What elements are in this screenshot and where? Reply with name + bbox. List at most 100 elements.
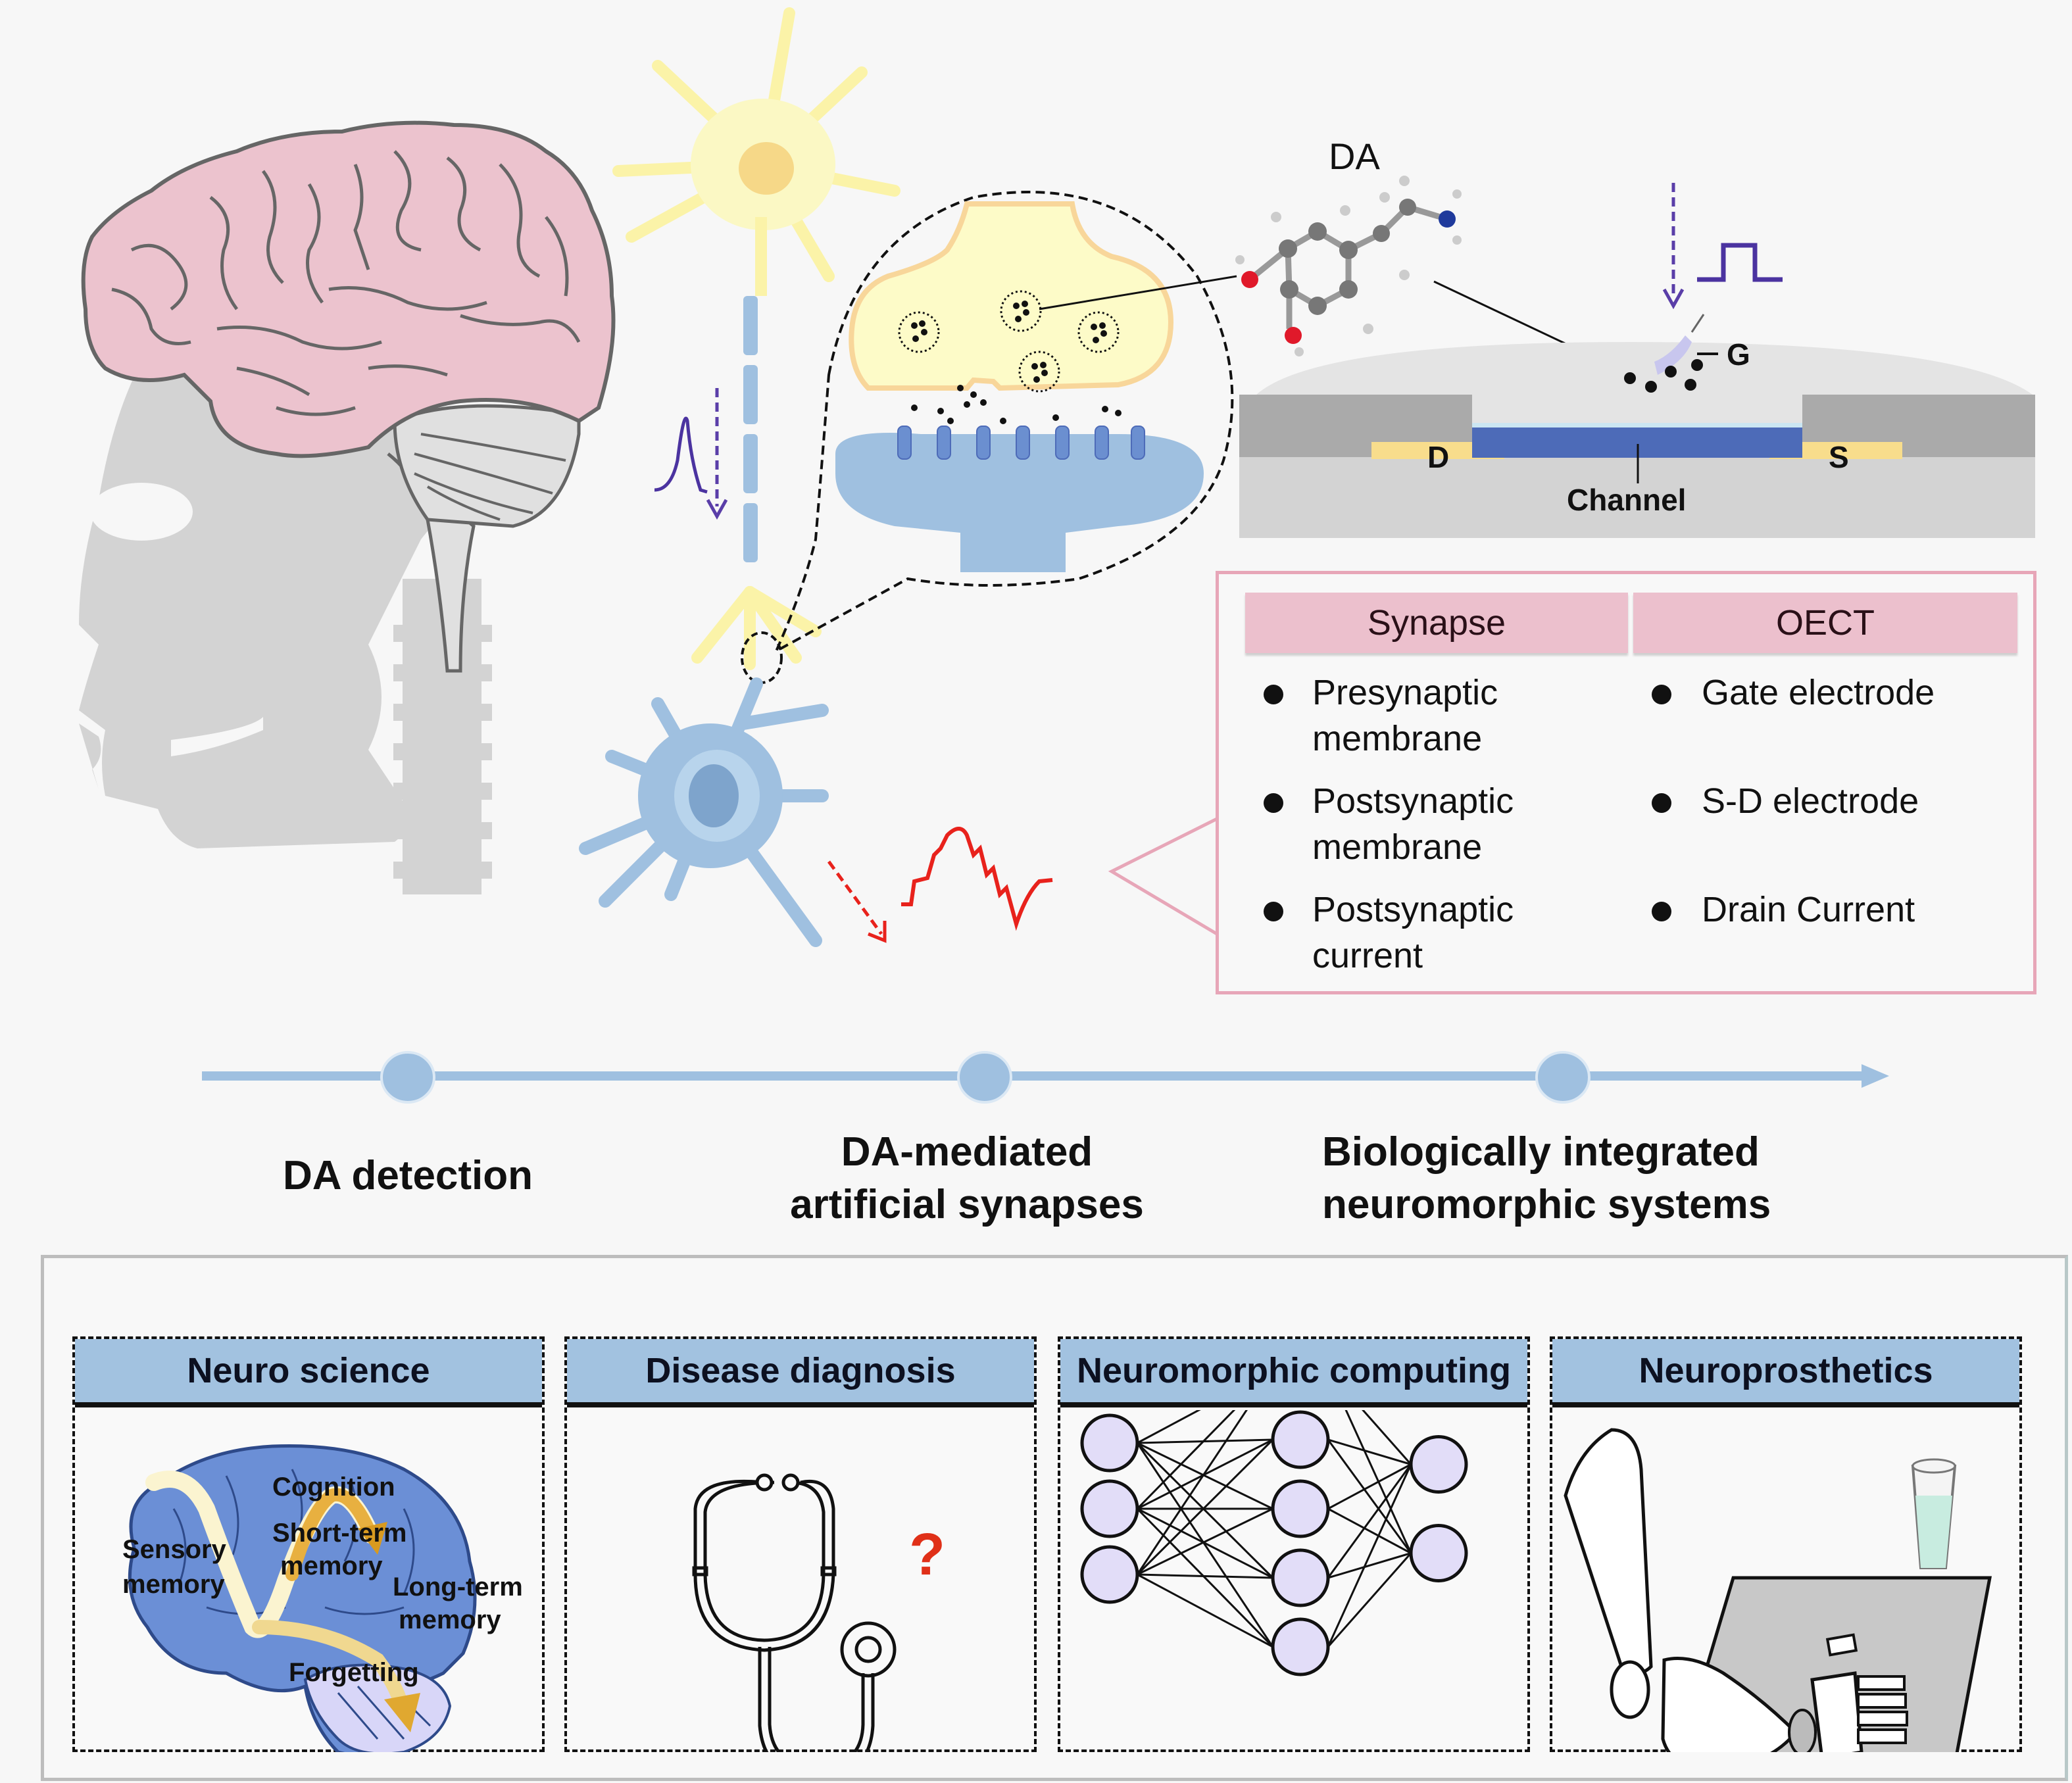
nitrogen-atom <box>1439 210 1456 228</box>
presynaptic-terminal <box>849 201 1174 391</box>
elbow-joint <box>1610 1660 1650 1719</box>
channel-label: Channel <box>1567 483 1687 517</box>
label-long-term: Long-term <box>393 1573 523 1601</box>
upper-arm <box>1564 1428 1653 1675</box>
source-label: S <box>1829 440 1849 474</box>
postsynaptic-current-waveform <box>901 827 1053 931</box>
long-term-arrowhead <box>358 1522 387 1555</box>
stage-neuromorphic-systems: Biologically integrated neuromorphic sys… <box>1322 1129 1771 1227</box>
presynaptic-neuron <box>612 7 900 670</box>
bullet-icon <box>1264 793 1283 813</box>
gate-voltage-pulse-icon <box>1697 243 1783 282</box>
top-illustration <box>79 7 2035 947</box>
signal-arrow-diagonal <box>827 860 883 935</box>
network-connection <box>1136 1442 1274 1579</box>
network-connection <box>1327 1463 1412 1510</box>
receptors <box>897 426 1145 460</box>
gate-label: G <box>1727 337 1750 372</box>
hand <box>1810 1671 1863 1761</box>
label-short-term-2: memory <box>280 1551 383 1580</box>
label-forgetting: Forgetting <box>289 1658 419 1687</box>
bullet-icon <box>1652 793 1671 813</box>
vesicle-pointer-line <box>1039 275 1237 310</box>
spine <box>393 579 492 894</box>
brain-sulci <box>172 1469 432 1740</box>
brain-gyri <box>111 150 581 416</box>
question-mark-icon: ? <box>909 1522 945 1588</box>
memory-brain-illustration: Cognition Short-term memory Sensory memo… <box>122 1444 523 1761</box>
network-node-layer-1 <box>1080 1545 1139 1604</box>
column-header-synapse: Synapse <box>1245 593 1628 653</box>
network-connection <box>1136 1438 1274 1576</box>
network-connection <box>1136 1370 1274 1575</box>
postsynaptic-nucleus <box>689 764 739 827</box>
network-connection <box>1136 1507 1274 1648</box>
label-sensory-2: memory <box>122 1570 225 1599</box>
brain-cerebrum <box>81 120 616 458</box>
skull-eye-socket <box>90 483 193 541</box>
dopamine-molecule <box>1235 176 1462 356</box>
drain-label: D <box>1427 440 1450 474</box>
timeline-axis <box>202 1071 1873 1081</box>
dopamine-label: DA <box>1329 135 1380 177</box>
timeline-node-1 <box>380 1051 435 1104</box>
label-long-term-2: memory <box>399 1605 501 1634</box>
network-connection <box>1327 1438 1412 1465</box>
bullet-icon <box>1652 685 1671 704</box>
stage-da-detection: DA detection <box>282 1153 533 1198</box>
network-connection <box>1137 1507 1273 1579</box>
timeline-arrowhead <box>1862 1064 1889 1088</box>
label-sensory: Sensory <box>122 1535 227 1564</box>
panel-neuroscience: Neuro science Cognition Short-term memor… <box>72 1336 545 1761</box>
wrist-joint <box>1788 1709 1817 1756</box>
network-node-layer-3 <box>1409 1524 1468 1582</box>
oect-device <box>1239 314 2035 538</box>
network-connection <box>1327 1463 1412 1578</box>
action-potential-waveform <box>654 416 708 494</box>
panel-title: Neuromorphic computing <box>1060 1339 1527 1407</box>
network-node-layer-2 <box>1271 1548 1330 1607</box>
robotic-arm-illustration <box>1564 1428 1992 1783</box>
panel-neuroprosthetics: Neuroprosthetics <box>1550 1336 2022 1783</box>
network-connection <box>1327 1507 1412 1554</box>
network-connection <box>1137 1507 1273 1576</box>
network-node-layer-1 <box>1080 1479 1139 1538</box>
neural-network-diagram <box>1080 1341 1468 1676</box>
stage-da-mediated-synapses: DA-mediated artificial synapses <box>790 1129 1144 1227</box>
presynaptic-nucleus <box>739 142 794 195</box>
network-connection <box>1137 1573 1273 1579</box>
fingers <box>1825 1633 1908 1744</box>
network-connection <box>1327 1463 1412 1648</box>
network-node-layer-2 <box>1271 1479 1330 1538</box>
network-connection <box>1137 1573 1273 1648</box>
column-header-oect: OECT <box>1633 593 2017 653</box>
dopamine-molecules <box>911 301 1122 424</box>
panel-title: Disease diagnosis <box>567 1339 1034 1407</box>
network-connection <box>1137 1438 1273 1444</box>
panel-title: Neuro science <box>75 1339 542 1407</box>
panel-disease-diagnosis: Disease diagnosis ? <box>564 1336 1037 1780</box>
synapse-zoom-outline <box>773 191 1234 654</box>
da-ions <box>1624 359 1703 393</box>
panel-title: Neuroprosthetics <box>1552 1339 2019 1407</box>
bullet-icon <box>1264 685 1283 704</box>
postsynaptic-neuron <box>579 677 829 947</box>
network-connection <box>1327 1552 1412 1579</box>
timeline-node-3 <box>1535 1051 1591 1104</box>
network-connection <box>1136 1442 1274 1648</box>
network-connection <box>1137 1369 1273 1444</box>
cerebellum-folds <box>414 433 566 521</box>
forgetting-arrowhead <box>384 1693 420 1732</box>
synaptic-vesicles <box>898 290 1120 393</box>
timeline-node-2 <box>957 1051 1012 1104</box>
oxygen-atom <box>1285 327 1302 344</box>
network-node-layer-1 <box>1080 1413 1139 1473</box>
network-node-layer-2 <box>1271 1617 1330 1676</box>
panel-neuromorphic-computing: Neuromorphic computing <box>1058 1336 1530 1752</box>
skull-jaw-gap <box>171 717 263 756</box>
network-connection <box>1137 1442 1273 1510</box>
network-connection <box>1327 1439 1412 1554</box>
bullet-icon <box>1264 902 1283 921</box>
network-connection <box>1327 1552 1412 1648</box>
